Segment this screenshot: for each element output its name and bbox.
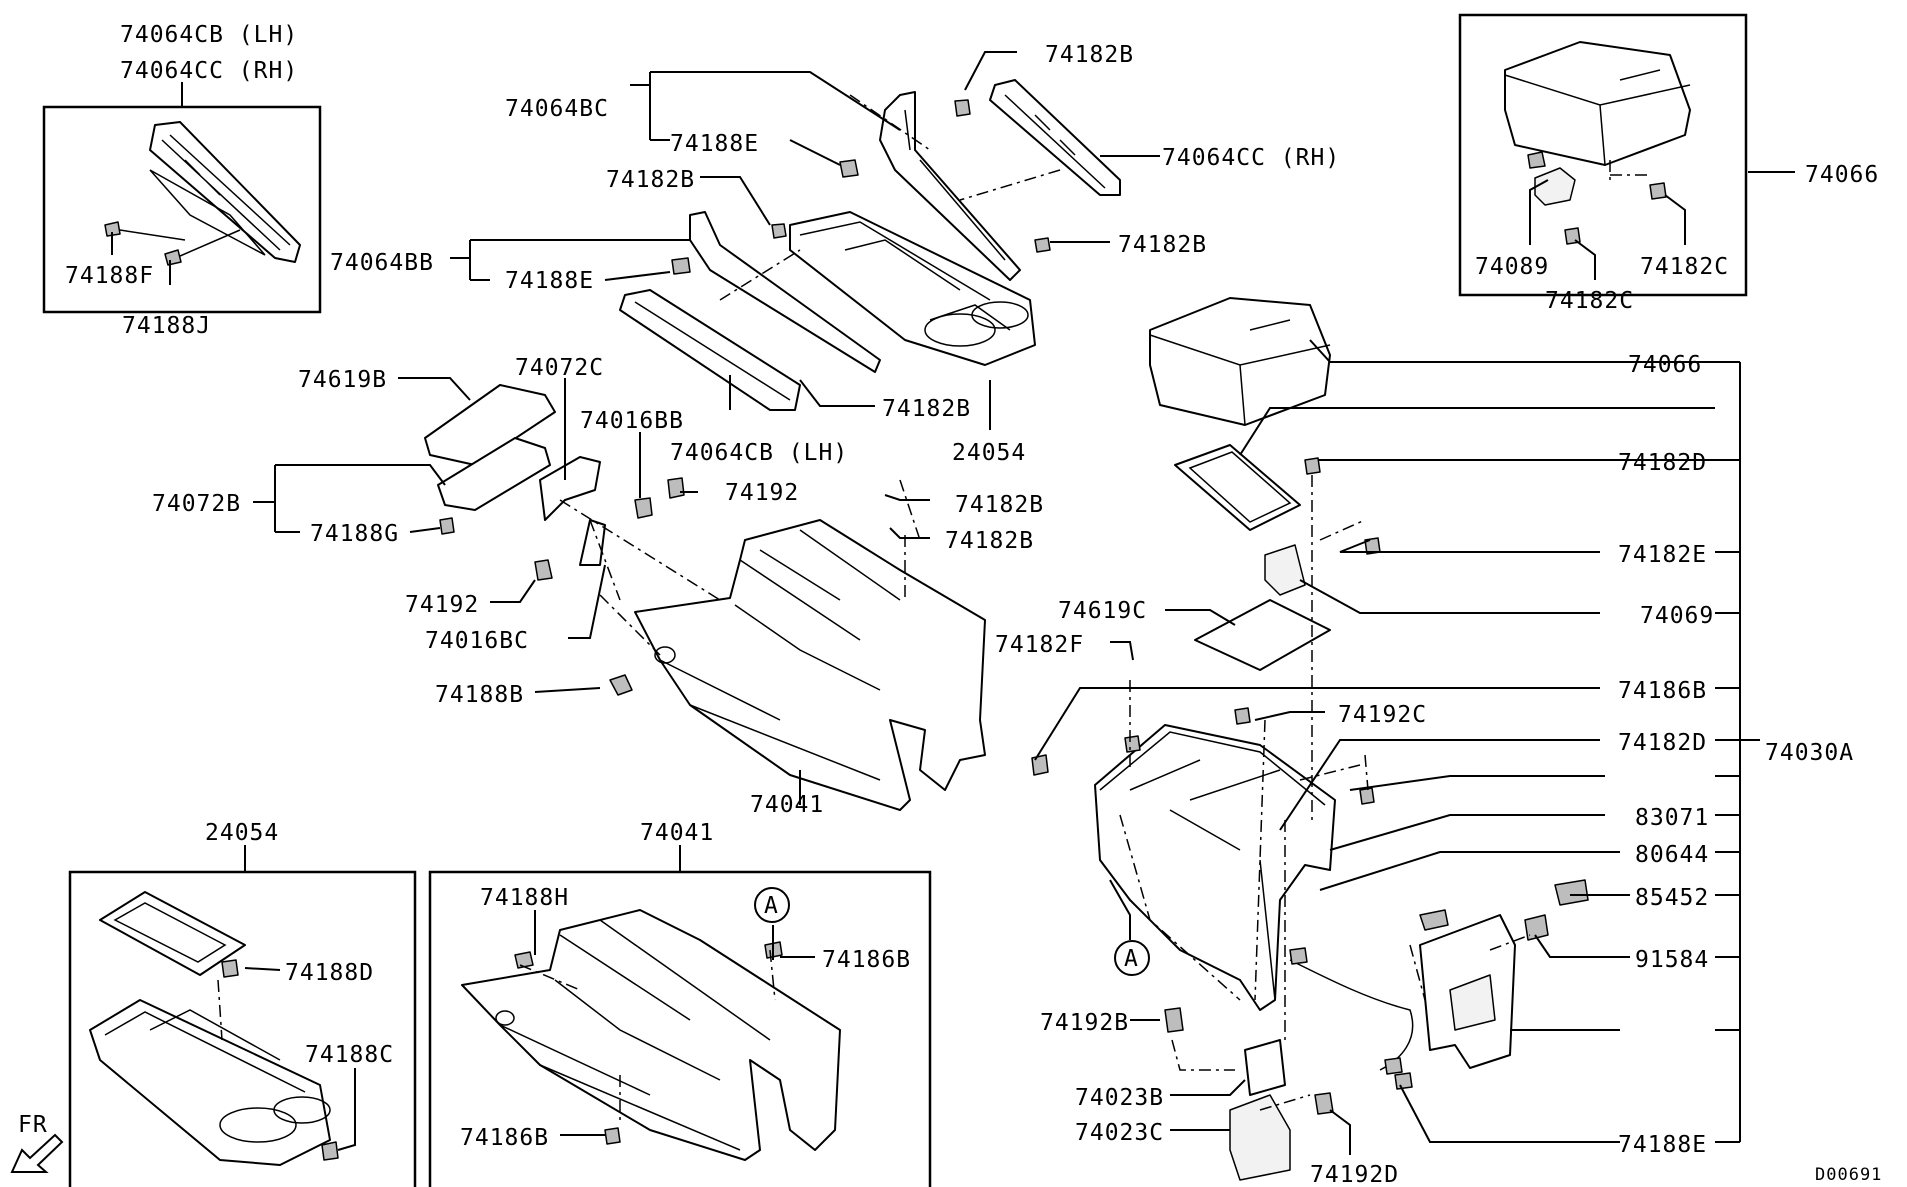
label-80644: 80644 (1635, 842, 1709, 868)
label-74192c: 74192C (1338, 702, 1427, 728)
label-74188e-b: 74188E (505, 268, 594, 294)
label-74188d: 74188D (285, 960, 374, 986)
part-74066-main (1149, 297, 1331, 426)
label-74192-b: 74192 (405, 592, 479, 618)
marker-a-circle-1 (1114, 940, 1150, 976)
part-74064cc-rh (989, 79, 1121, 253)
label-74619b: 74619B (298, 367, 387, 393)
label-74182d-a: 74182D (1618, 450, 1707, 476)
label-74182b-e: 74182B (955, 492, 1044, 518)
label-85452: 85452 (1635, 885, 1709, 911)
fr-arrow-icon (10, 1133, 64, 1173)
marker-a-2: A (764, 893, 779, 919)
label-74182e: 74182E (1618, 542, 1707, 568)
label-74188f: 74188F (65, 263, 154, 289)
label-91584: 91584 (1635, 947, 1709, 973)
label-74619c: 74619C (1058, 598, 1147, 624)
part-24054-inset (89, 891, 339, 1166)
label-74182b-d: 74182B (882, 396, 971, 422)
part-74066-inset (1504, 41, 1691, 245)
part-74064bb (671, 211, 881, 373)
part-24054-main (789, 211, 1036, 366)
label-74064cc-rh-inset: 74064CC (RH) (120, 58, 298, 84)
label-74072c: 74072C (515, 355, 604, 381)
part-74182d-tray (1174, 444, 1381, 596)
label-74064cb-lh-inset: 74064CB (LH) (120, 22, 298, 48)
label-74186b-b: 74186B (822, 947, 911, 973)
label-74186b-a: 74186B (1618, 678, 1707, 704)
label-74182b-a: 74182B (1045, 42, 1134, 68)
inset-box-74066 (1458, 13, 1748, 297)
part-74619b (424, 384, 556, 535)
label-24054-a: 24054 (952, 440, 1026, 466)
label-74192-a: 74192 (725, 480, 799, 506)
label-74188h: 74188H (480, 885, 569, 911)
label-74182b-f: 74182B (945, 528, 1034, 554)
fr-label: FR (18, 1112, 48, 1138)
part-74041-inset (461, 909, 841, 1161)
label-74182c-b: 74182C (1545, 288, 1634, 314)
label-74069: 74069 (1640, 603, 1714, 629)
label-83071: 83071 (1635, 805, 1709, 831)
part-74064cb-inset (104, 121, 301, 266)
label-74182f: 74182F (995, 632, 1084, 658)
label-74064bb: 74064BB (330, 250, 434, 276)
label-74182d-b: 74182D (1618, 730, 1707, 756)
label-74188b: 74188B (435, 682, 524, 708)
label-74030a: 74030A (1765, 740, 1854, 766)
label-74064cb-lh: 74064CB (LH) (670, 440, 848, 466)
label-74041-a: 74041 (750, 792, 824, 818)
label-74182b-c: 74182B (1118, 232, 1207, 258)
label-74072b: 74072B (152, 491, 241, 517)
leader-lines (111, 51, 1795, 1155)
label-74182c-a: 74182C (1640, 254, 1729, 280)
label-74188e-a: 74188E (670, 131, 759, 157)
label-74186b-c: 74186B (460, 1125, 549, 1151)
part-74064cb-lh (619, 289, 801, 411)
label-74023c: 74023C (1075, 1120, 1164, 1146)
marker-a-circle-2 (754, 887, 790, 923)
label-74188e-c: 74188E (1618, 1132, 1707, 1158)
label-74192b: 74192B (1040, 1010, 1129, 1036)
label-74064bc: 74064BC (505, 96, 609, 122)
label-74188g: 74188G (310, 521, 399, 547)
part-labels: 74064CB (LH) 74064CC (RH) 74188F 74188J … (18, 22, 1882, 1187)
label-74188j: 74188J (122, 313, 211, 339)
label-24054-inset: 24054 (205, 820, 279, 846)
label-74089: 74089 (1475, 254, 1549, 280)
part-74041-main (609, 519, 986, 811)
diagram-code: D00691 (1815, 1165, 1882, 1185)
label-74023b: 74023B (1075, 1085, 1164, 1111)
label-74192d: 74192D (1310, 1162, 1399, 1187)
part-74030a (1031, 707, 1375, 1011)
inset-box-24054 (68, 870, 417, 1187)
label-74182b-b: 74182B (606, 167, 695, 193)
marker-a-1: A (1124, 946, 1139, 972)
label-74041-inset: 74041 (640, 820, 714, 846)
label-74066-inset: 74066 (1805, 162, 1879, 188)
label-74188c: 74188C (305, 1042, 394, 1068)
part-74619c (1194, 599, 1331, 671)
part-74023 (1164, 1007, 1334, 1181)
label-74064cc-rh: 74064CC (RH) (1162, 145, 1340, 171)
part-74016 (534, 477, 685, 581)
label-74016bc: 74016BC (425, 628, 529, 654)
part-83071-harness (1289, 879, 1589, 1090)
label-74066-main: 74066 (1628, 352, 1702, 378)
label-74016bb: 74016BB (580, 408, 684, 434)
part-74072c (539, 456, 601, 521)
